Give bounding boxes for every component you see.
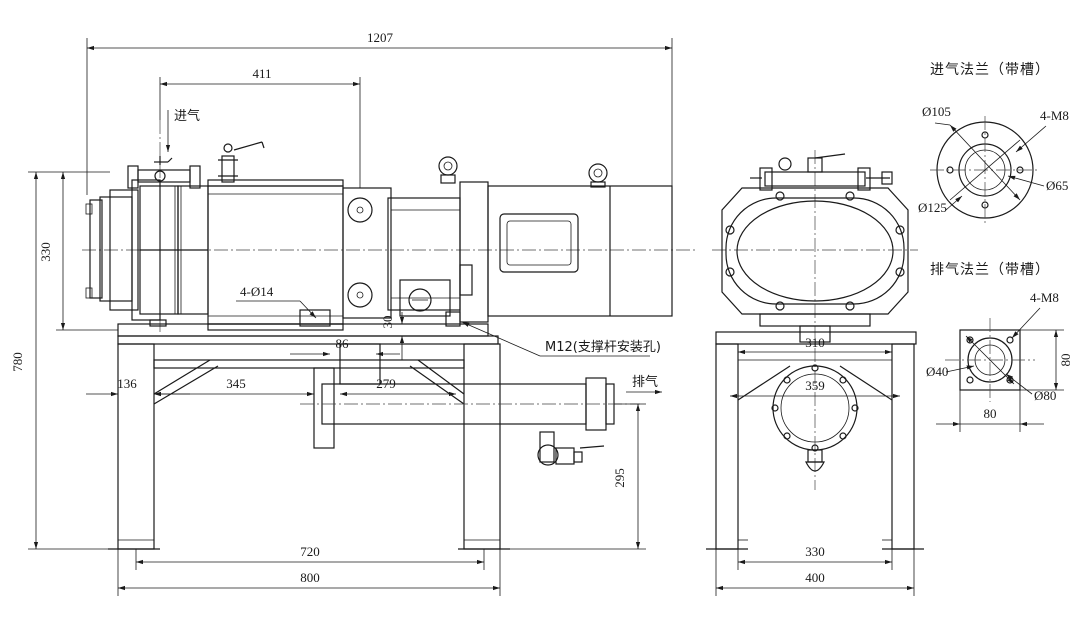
dim-359: 359 (805, 378, 825, 393)
dim-310: 310 (805, 335, 825, 350)
dim-295: 295 (612, 468, 627, 488)
dim-345: 345 (226, 376, 246, 391)
inlet-d-outer: Ø105 (922, 104, 951, 119)
inlet-flange-detail: 进气法兰（带槽） Ø105 4-M8 Ø65 Ø125 (918, 62, 1069, 224)
inlet-flange-title: 进气法兰（带槽） (930, 62, 1050, 78)
pump-body (207, 141, 344, 331)
inlet-d-inner: Ø65 (1046, 178, 1068, 193)
dim-720: 720 (300, 544, 320, 559)
bearing-housing (342, 187, 461, 319)
side-dimensions: 310 359 330 400 (715, 335, 915, 596)
dim-side-330: 330 (805, 544, 825, 559)
dim-height-330: 330 (38, 242, 53, 262)
dim-30: 30 (380, 316, 395, 329)
outlet-flange-detail: 排气法兰（带槽） 4-M8 Ø40 Ø80 80 80 (926, 262, 1073, 432)
label-support-note: M12(支撑杆安装孔) (545, 340, 661, 355)
pump-head (85, 179, 209, 321)
dim-inlet-to-motor: 411 (252, 66, 271, 81)
frame (108, 309, 510, 550)
dim-136: 136 (117, 376, 137, 391)
front-view (82, 120, 695, 550)
dim-279: 279 (376, 376, 396, 391)
dim-400: 400 (805, 570, 825, 585)
dim-holes: 4-Ø14 (240, 284, 274, 299)
outlet-flange-title: 排气法兰（带槽） (930, 262, 1050, 278)
dim-800: 800 (300, 570, 320, 585)
side-view (706, 150, 924, 550)
inlet-bolts: 4-M8 (1040, 108, 1069, 123)
label-outlet: 排气 (632, 374, 658, 390)
front-dimensions: 1207 411 进气 330 780 4-Ø14 30 86 (10, 30, 673, 596)
outlet-bolts: 4-M8 (1030, 290, 1059, 305)
outlet-d-outer: Ø80 (1034, 388, 1056, 403)
outlet-d-inner: Ø40 (926, 364, 948, 379)
label-inlet: 进气 (174, 108, 200, 124)
dim-height-780: 780 (10, 352, 25, 372)
motor (438, 156, 673, 323)
dim-86: 86 (336, 336, 350, 351)
outlet-side-v: 80 (1058, 354, 1073, 367)
dim-overall-length: 1207 (367, 30, 394, 45)
outlet-side-h: 80 (984, 406, 997, 421)
exhaust-line (300, 343, 640, 466)
inlet-nozzle (127, 156, 201, 189)
inlet-d-pcd: Ø125 (918, 200, 947, 215)
